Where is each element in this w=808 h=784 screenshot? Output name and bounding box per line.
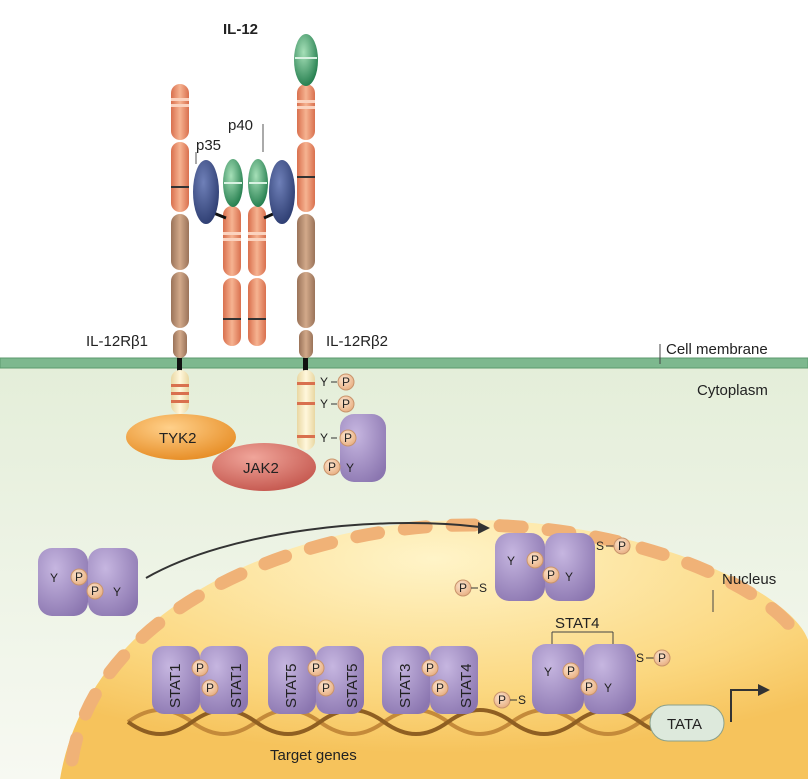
svg-text:P: P: [531, 553, 539, 567]
target-genes-label: Target genes: [270, 747, 357, 764]
stat-pair-1: STAT1 STAT1 P P: [152, 646, 248, 714]
nucleus-label: Nucleus: [722, 571, 776, 588]
svg-text:P: P: [498, 693, 506, 707]
svg-text:P: P: [322, 681, 330, 695]
svg-text:S: S: [479, 581, 487, 595]
stat-pair-1-left: STAT1: [167, 664, 184, 708]
stat-pair-2: STAT5 STAT5 P P: [268, 646, 364, 714]
tata-box: [649, 704, 725, 742]
translocation-arrow: [145, 522, 481, 579]
svg-text:P: P: [436, 681, 444, 695]
svg-text:Y: Y: [113, 585, 121, 599]
svg-text:P: P: [342, 375, 350, 389]
svg-text:S: S: [596, 539, 604, 553]
jak2-label: JAK2: [243, 460, 279, 477]
beta2-phospho-2: Y P: [320, 395, 355, 413]
svg-text:P: P: [75, 570, 83, 584]
svg-text:Y: Y: [565, 570, 573, 584]
tyk2-label: TYK2: [159, 430, 197, 447]
stat-pair-2-right: STAT5: [344, 664, 361, 708]
stat-pair-3: STAT3 STAT4 P P: [382, 646, 478, 714]
nuclear-envelope: [65, 518, 807, 767]
p35-label: p35: [196, 137, 221, 154]
p35-subunit: [269, 160, 295, 224]
tyk2-kinase: [126, 414, 236, 460]
svg-text:Y: Y: [320, 375, 328, 389]
svg-text:P: P: [618, 539, 626, 553]
svg-text:P: P: [91, 584, 99, 598]
svg-text:P: P: [344, 431, 352, 445]
svg-text:S: S: [518, 693, 526, 707]
svg-text:Y: Y: [50, 571, 58, 585]
il12-cytokine: [193, 159, 295, 346]
stat-dimer-cytoplasm: Y P P Y: [38, 548, 138, 616]
svg-text:P: P: [658, 651, 666, 665]
svg-text:P: P: [547, 568, 555, 582]
cell-membrane-label: Cell membrane: [666, 341, 768, 358]
svg-text:Y: Y: [507, 554, 515, 568]
receptor-il12rb1: [171, 84, 189, 414]
svg-text:Y: Y: [604, 681, 612, 695]
beta2-phospho-3: Y P: [320, 429, 357, 447]
stat-pair-1-right: STAT1: [228, 664, 245, 708]
p40-label: p40: [228, 117, 253, 134]
stat4-dimer: Y P P Y S P P S: [493, 644, 671, 714]
receptor-il12rb2: [297, 84, 315, 450]
svg-text:Y: Y: [346, 461, 354, 475]
svg-text:Y: Y: [320, 431, 328, 445]
svg-text:P: P: [196, 661, 204, 675]
stat-pair-3-left: STAT3: [397, 664, 414, 708]
svg-text:P: P: [206, 681, 214, 695]
svg-text:Y: Y: [544, 665, 552, 679]
beta2-phospho-1: Y P: [320, 373, 355, 391]
cell-membrane: [0, 357, 808, 369]
il12rb2-label: IL-12Rβ2: [326, 333, 388, 350]
svg-text:P: P: [328, 460, 336, 474]
svg-text:S: S: [636, 651, 644, 665]
stat-pair-2-left: STAT5: [283, 664, 300, 708]
stat-dimer-nuclear-entry: Y P P Y S P P S: [454, 533, 631, 601]
svg-text:P: P: [342, 397, 350, 411]
cytoplasm-label: Cytoplasm: [697, 382, 768, 399]
svg-text:Y: Y: [320, 397, 328, 411]
stat4-label: STAT4: [555, 615, 599, 632]
il12-title: IL-12: [223, 21, 258, 38]
tata-label: TATA: [667, 716, 702, 733]
transcription-start-arrow: [730, 689, 762, 722]
svg-text:P: P: [426, 661, 434, 675]
svg-text:P: P: [585, 680, 593, 694]
jak2-kinase: [212, 443, 316, 491]
il12rb2-top-domain: [294, 34, 318, 86]
stat-pair-3-right: STAT4: [458, 664, 475, 708]
svg-text:P: P: [312, 661, 320, 675]
svg-text:P: P: [567, 664, 575, 678]
p35-subunit: [193, 160, 219, 224]
il12rb1-label: IL-12Rβ1: [86, 333, 148, 350]
svg-text:P: P: [459, 581, 467, 595]
docked-stat-phospho: [323, 458, 341, 476]
